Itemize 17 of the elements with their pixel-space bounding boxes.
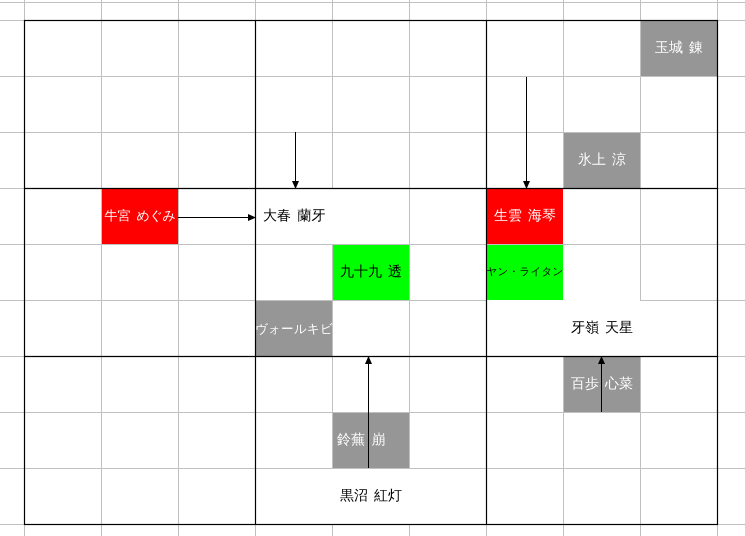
name-cell: 氷上 涼 (564, 133, 640, 188)
arrow (365, 356, 372, 468)
name-cell: ヴォールキビ (256, 301, 332, 356)
name-cell: 生雲 海琴 (487, 189, 563, 244)
arrow (292, 132, 299, 190)
name-cell: 鈴蕪 崩 (333, 413, 409, 468)
name-label: 大春 蘭牙 (263, 208, 326, 225)
name-label: 黒沼 紅灯 (340, 488, 402, 505)
name-cell: 百歩 心菜 (564, 357, 640, 412)
arrow (598, 356, 605, 412)
arrow (523, 76, 530, 190)
name-label: 牙嶺 天星 (570, 320, 634, 337)
name-cell: 九十九 透 (333, 245, 409, 300)
name-cell: 玉城 錬 (641, 21, 717, 76)
arrow (178, 214, 256, 221)
name-cell: ヤン・ライタン (487, 245, 563, 300)
name-cell: 牛宮 めぐみ (102, 189, 178, 244)
